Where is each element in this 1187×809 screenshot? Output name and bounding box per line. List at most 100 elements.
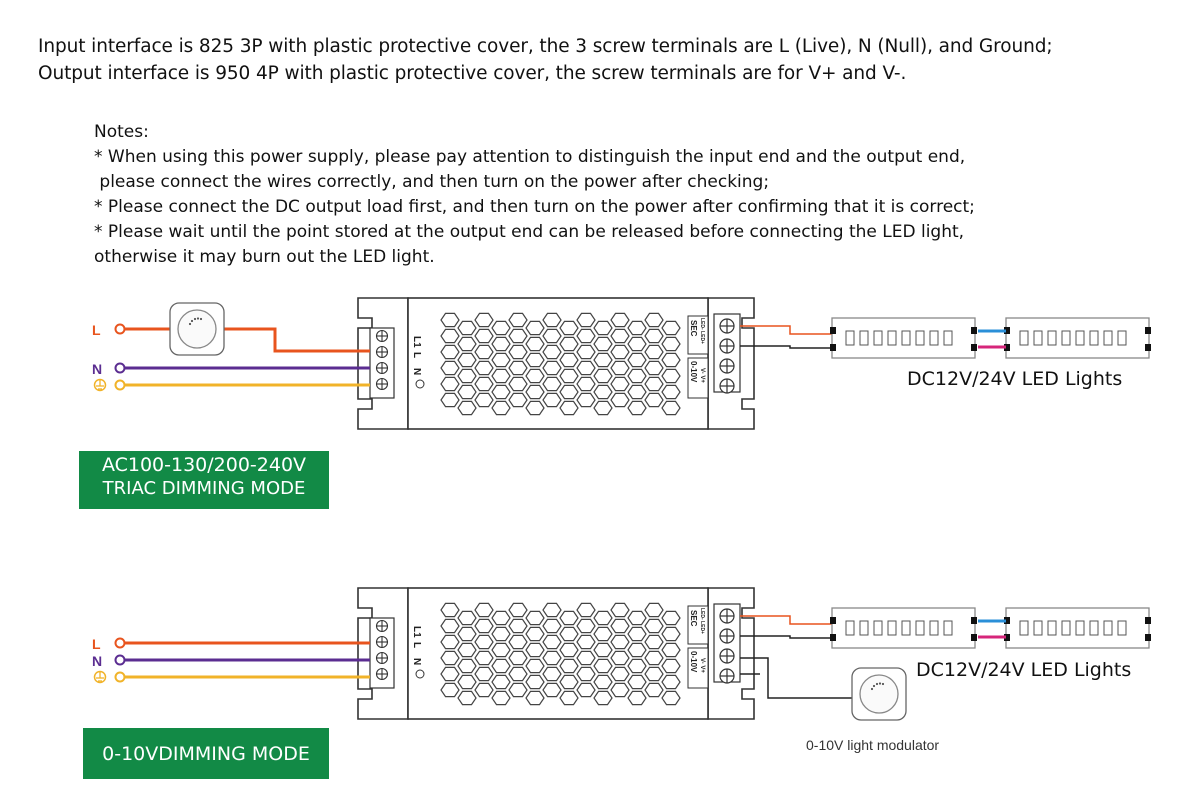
vent-hole	[576, 344, 596, 360]
vent-hole	[610, 344, 630, 360]
vent-hole	[661, 336, 681, 352]
notes-line-5: otherwise it may burn out the LED light.	[94, 247, 435, 267]
vent-hole	[525, 368, 545, 384]
vent-hole	[508, 312, 528, 328]
vent-hole	[593, 352, 613, 368]
vent-hole	[644, 618, 664, 634]
led-strip-1a	[829, 317, 978, 359]
psu2-label-sec: SEC	[689, 610, 698, 627]
vent-hole	[474, 328, 494, 344]
vent-hole	[627, 336, 647, 352]
psu2-label-l1: L1	[411, 626, 422, 638]
vent-hole	[508, 666, 528, 682]
vent-hole	[457, 658, 477, 674]
vent-hole	[457, 690, 477, 706]
vent-hole	[593, 610, 613, 626]
vent-hole	[627, 320, 647, 336]
led-strip-2b	[1003, 607, 1152, 649]
vent-hole	[542, 618, 562, 634]
vent-hole	[457, 642, 477, 658]
vent-hole	[576, 392, 596, 408]
vent-hole	[491, 352, 511, 368]
vent-hole	[457, 400, 477, 416]
modulator-label: 0-10V light modulator	[806, 737, 939, 753]
notes-line-2: please connect the wires correctly, and …	[94, 172, 770, 192]
vent-hole	[593, 336, 613, 352]
vent-hole	[525, 352, 545, 368]
vent-hole	[559, 642, 579, 658]
vent-hole	[542, 392, 562, 408]
vent-hole	[525, 400, 545, 416]
vent-hole	[525, 336, 545, 352]
vent-hole	[576, 328, 596, 344]
vent-hole	[593, 384, 613, 400]
vent-hole	[440, 682, 460, 698]
vent-hole	[644, 602, 664, 618]
vent-hole	[593, 368, 613, 384]
vent-hole	[576, 602, 596, 618]
vent-hole	[627, 642, 647, 658]
vent-hole	[525, 320, 545, 336]
vent-hole	[542, 360, 562, 376]
terminal-n-1: N	[92, 361, 102, 377]
vent-hole	[508, 392, 528, 408]
vent-hole	[627, 384, 647, 400]
vent-hole	[525, 384, 545, 400]
vent-hole	[576, 650, 596, 666]
vent-hole	[525, 658, 545, 674]
output-label-2: DC12V/24V LED Lights	[916, 659, 1131, 681]
vent-hole	[576, 634, 596, 650]
vent-hole	[576, 360, 596, 376]
vent-hole	[542, 376, 562, 392]
vent-hole	[627, 368, 647, 384]
vent-hole	[508, 682, 528, 698]
vent-hole	[644, 376, 664, 392]
vent-hole	[440, 634, 460, 650]
vent-hole	[440, 312, 460, 328]
psu2-label-dim: 0-10V	[689, 651, 698, 673]
vent-hole	[661, 352, 681, 368]
vent-hole	[542, 328, 562, 344]
diagram-0-10v	[114, 587, 1152, 721]
vent-hole	[474, 634, 494, 650]
vent-hole	[559, 658, 579, 674]
vent-hole	[474, 344, 494, 360]
vent-hole	[508, 376, 528, 392]
vent-hole	[525, 642, 545, 658]
output-label-1: DC12V/24V LED Lights	[907, 368, 1122, 390]
psu1-label-n: N	[411, 368, 422, 375]
vent-hole	[559, 368, 579, 384]
psu1-label-led: LED- LED+	[699, 318, 705, 344]
vent-hole	[644, 650, 664, 666]
vent-hole	[610, 682, 630, 698]
vent-hole	[525, 674, 545, 690]
vent-hole	[440, 392, 460, 408]
vent-hole	[610, 392, 630, 408]
triac-badge-mode: TRIAC DIMMING MODE	[102, 478, 306, 499]
modulator-knob	[851, 667, 907, 721]
psu1-label-dim-pm: V- V+	[699, 368, 705, 383]
vent-hole	[576, 682, 596, 698]
vent-hole	[491, 658, 511, 674]
vent-hole	[627, 400, 647, 416]
vent-hole	[661, 400, 681, 416]
vent-hole	[491, 642, 511, 658]
vent-hole	[593, 690, 613, 706]
vent-hole	[474, 376, 494, 392]
notes-line-4: * Please wait until the point stored at …	[94, 222, 965, 242]
intro-text: Input interface is 825 3P with plastic p…	[38, 33, 1183, 87]
notes-block: Notes: * When using this power supply, p…	[94, 120, 975, 270]
vent-hole	[593, 642, 613, 658]
vent-hole	[457, 336, 477, 352]
vent-hole	[542, 682, 562, 698]
terminal-l-1: L	[92, 322, 101, 338]
vent-hole	[542, 650, 562, 666]
vent-hole	[661, 368, 681, 384]
psu2-label-dim-pm: V- V+	[699, 658, 705, 673]
vent-hole	[474, 360, 494, 376]
vent-hole	[610, 360, 630, 376]
vent-hole	[474, 602, 494, 618]
dimming-badge-mode: 0-10VDIMMING MODE	[102, 742, 310, 765]
vent-hole	[644, 666, 664, 682]
